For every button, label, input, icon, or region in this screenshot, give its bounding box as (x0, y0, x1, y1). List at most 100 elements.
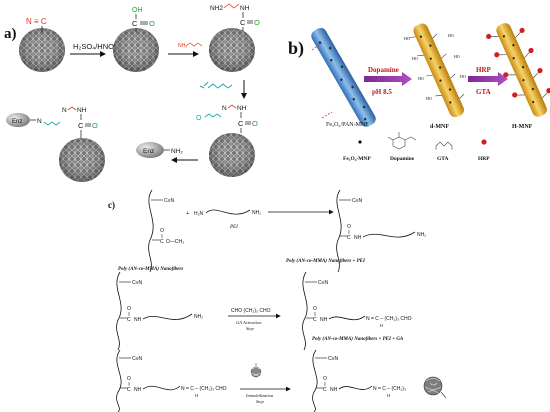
enzyme-glyph-2 (423, 376, 447, 399)
amine-nh-mid: NH (237, 105, 247, 112)
ho-6: HO (460, 74, 466, 79)
legend-hrp: HRP (478, 156, 490, 162)
nanofiber-mat-2 (113, 28, 159, 72)
fiber-3-label: H-MNF (512, 124, 533, 130)
amide-c: C (240, 18, 246, 27)
ester-o-3: O (127, 306, 131, 312)
imine-chain-3: N = C – (CH₂)₃ (373, 386, 406, 392)
amide-o: O (254, 18, 260, 27)
panel-b: b) Fe₃O₄/PAN-MNF Dopamine pH 8.5 (288, 23, 550, 162)
ho-5: HO (418, 76, 424, 81)
arrow-hrp-gta: HRP GTA (468, 66, 508, 96)
imine-chain-2: N = C – (CH₂)₃ CHO (181, 386, 227, 392)
imine-n-mid: N (222, 105, 227, 112)
h-2: H (195, 393, 198, 398)
h-1: H (380, 323, 383, 328)
pei-h2n: H₂N (194, 211, 204, 217)
ester-o-1: O (160, 228, 164, 234)
nh-5: NH (330, 387, 338, 393)
cn-5: C≡N (132, 356, 143, 362)
ho-3: HO (412, 56, 418, 61)
plus-1: + (186, 211, 190, 217)
nh-2: NH (134, 317, 142, 323)
nanofiber-mat-1 (19, 28, 65, 72)
pei-nh2: NH₂ (252, 210, 261, 216)
panel-a-label: a) (4, 26, 17, 42)
amine-nh: NH (240, 5, 250, 12)
fiber-1-label: Fe₃O₄/PAN-MNF (326, 122, 369, 128)
amine-nh-final: NH (77, 107, 87, 114)
amide-o-mid: O (252, 119, 258, 128)
pei-small-label: NH₂ (178, 43, 187, 49)
enzyme-immobilized: Enz (6, 113, 30, 127)
fiber-2-label: d-MNF (430, 124, 449, 130)
amide-c-mid: C (238, 119, 244, 128)
ester-c-5: C (127, 387, 131, 393)
immob-step-2: Step (256, 399, 264, 404)
enzyme-label-2: Enz (12, 119, 22, 125)
cn-2: C≡N (352, 198, 363, 204)
cn-6: C≡N (328, 356, 339, 362)
arrow-dopamine: Dopamine pH 8.5 (364, 66, 412, 96)
caption-2: Poly (AN-co-MMA) Nanofibers + PEI (286, 259, 366, 264)
nh-3: NH (320, 317, 328, 323)
nh2-2: NH₂ (417, 232, 426, 238)
legend-gta-icon (435, 141, 453, 150)
caption-1: Poly (AN-co-MMA) Nanofibers (118, 267, 183, 272)
nanofiber-mat-5 (59, 138, 105, 182)
legend-mnp: Fe₃O₄-MNP (343, 156, 371, 162)
ho-2: HO (448, 33, 454, 38)
ester-c-2: C (347, 235, 351, 241)
ho-1: HO (404, 36, 410, 41)
ester-c-1: C (160, 239, 164, 245)
legend-hrp-icon (481, 139, 487, 145)
fiber-h-mnf (486, 23, 550, 117)
pei-label: PEI (229, 225, 238, 230)
ester-o-5: O (127, 376, 131, 382)
nh2-3: NH₂ (194, 314, 203, 320)
ho-4: HO (454, 54, 460, 59)
ester-o-4: O (313, 306, 317, 312)
legend-gta: GTA (437, 156, 449, 162)
h-3: H (387, 393, 390, 398)
ester-o-2: O (347, 224, 351, 230)
panel-c-label: c) (108, 200, 115, 210)
legend-dopamine: Dopamine (390, 156, 415, 162)
arrow-2-top: HRP (476, 66, 492, 74)
immob-step-1: Immobilization (245, 393, 274, 398)
carboxyl-c: C (132, 19, 138, 28)
ester-c-3: C (127, 317, 131, 323)
ester-o-6: O (323, 376, 327, 382)
glutaraldehyde-molecule (199, 81, 233, 89)
panel-b-label: b) (288, 38, 304, 59)
panel-c: c) C≡N O C O—CH₃ + H₂N NH₂ PEI C≡N O C N… (108, 189, 447, 412)
caption-3: Poly (AN-co-MMA) Nanofibers + PEI + GA (312, 337, 404, 342)
imine-n-final-2: N (62, 107, 67, 114)
amide-c-final: C (78, 121, 84, 130)
imine-n-final: N (37, 118, 42, 125)
carboxyl-o: O (149, 19, 155, 28)
enzyme-glyph-1 (250, 363, 262, 378)
ester-och3-1: O—CH₃ (166, 239, 184, 245)
amine-nh2: NH2 (210, 5, 223, 12)
ho-7: HO (426, 96, 432, 101)
arrow-1-bottom: pH 8.5 (372, 88, 392, 96)
arrow-1-top: Dopamine (368, 66, 399, 74)
enzyme-label-1: Enz (143, 148, 154, 155)
nh-4: NH (134, 387, 142, 393)
nanofiber-mat-3 (209, 28, 255, 72)
cn-1: C≡N (164, 198, 175, 204)
fiber-pan-mnf (311, 27, 376, 127)
acid-reagent: H₂SO₄/HNO₃ (73, 42, 117, 51)
ga-reagent: CHO (CH₂)₃ CHO (231, 308, 271, 314)
enzyme-nh2: NH₂ (171, 148, 183, 155)
nh-1: NH (354, 235, 362, 241)
ga-step-1: GA Activation (236, 320, 262, 325)
fiber-d-mnf (409, 23, 465, 118)
polymer-backbone-1 (148, 189, 154, 273)
cn-3: C≡N (132, 280, 143, 286)
nanofiber-mat-4 (209, 133, 255, 177)
enzyme-reagent: Enz NH₂ (136, 142, 183, 158)
ester-c-4: C (313, 317, 317, 323)
